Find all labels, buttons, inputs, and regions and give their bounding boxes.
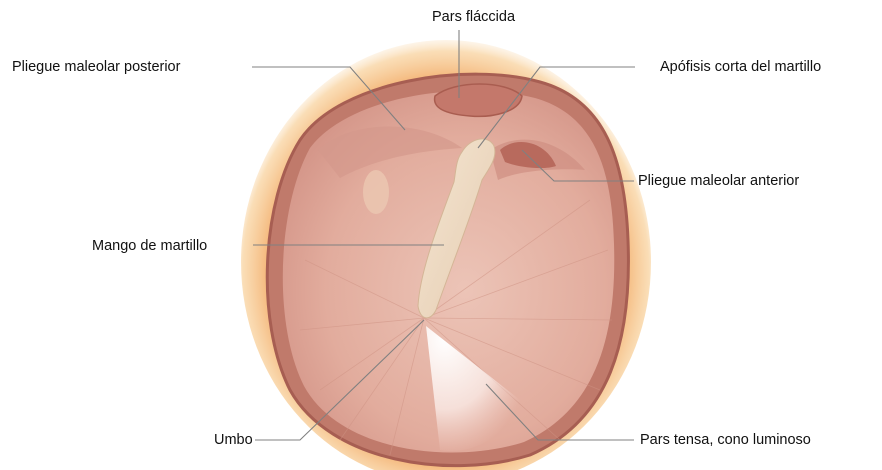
label-mango-de-martillo: Mango de martillo — [92, 237, 207, 255]
label-pars-tensa: Pars tensa, cono luminoso — [640, 431, 811, 449]
label-pars-flaccida: Pars fláccida — [432, 8, 515, 26]
label-apofisis-corta: Apófisis corta del martillo — [660, 58, 821, 76]
label-pliegue-maleolar-posterior: Pliegue maleolar posterior — [12, 58, 180, 76]
label-umbo: Umbo — [214, 431, 253, 449]
label-pliegue-maleolar-anterior: Pliegue maleolar anterior — [638, 172, 799, 190]
pale-patch — [363, 170, 389, 214]
